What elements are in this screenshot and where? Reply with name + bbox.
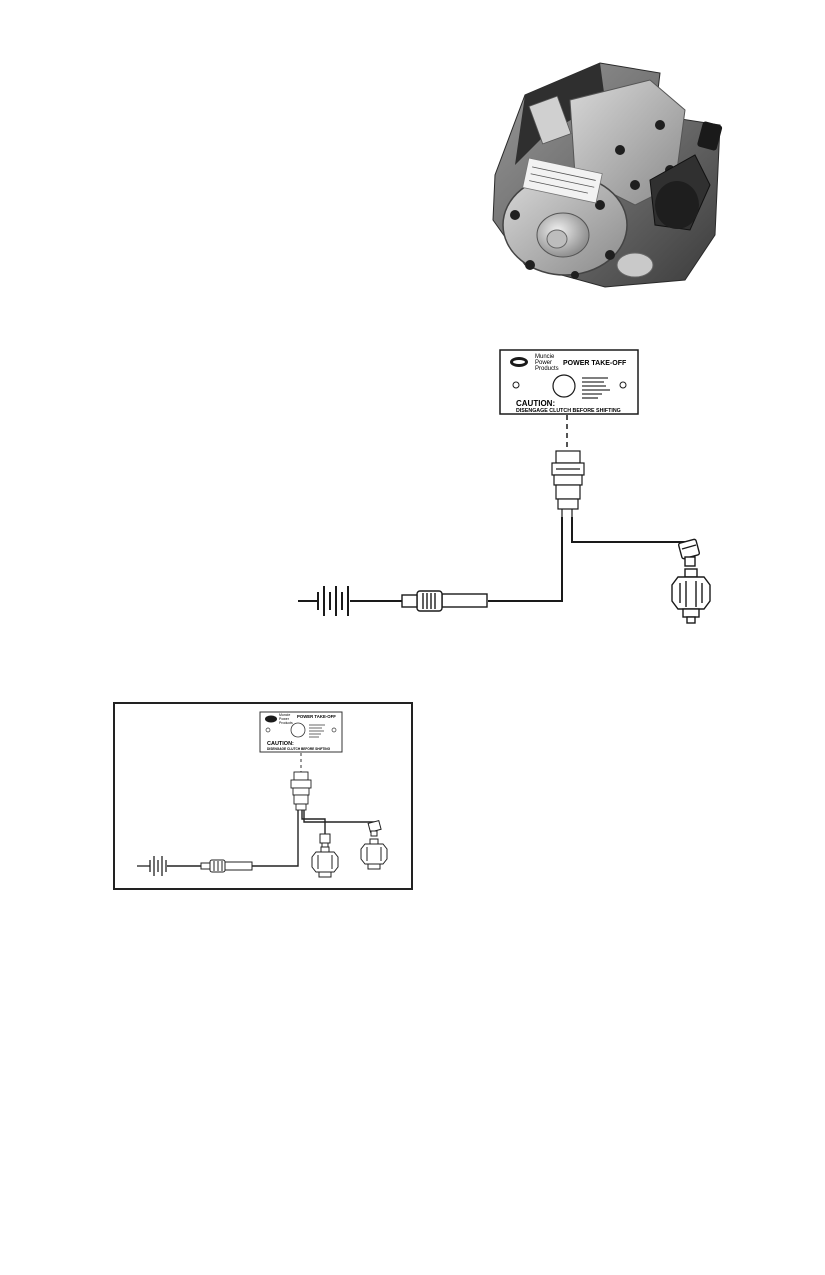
inset-ground-symbol-icon [137,856,167,876]
plate-brand-line-2: Power [535,360,552,366]
pressure-switch-icon [671,568,711,624]
inset-muncie-logo-icon [265,715,277,723]
inset-pressure-switch-1-icon [311,846,339,878]
inset-in-line-fuse-icon [200,859,253,873]
indicator-light-hole [552,374,576,398]
inset-plate-brand-line-2: Power [279,717,290,721]
inset-connector-1-icon [319,833,331,848]
inset-connector-2-icon [367,819,382,837]
connector-icon [677,538,701,567]
inset-plate-brand-line-1: Muncie [279,713,290,717]
inset-plate-warning: DISENGAGE CLUTCH BEFORE SHIFTING [267,747,331,751]
plate-brand-line-1: Muncie [535,354,555,360]
inset-pressure-switch-2-icon [360,838,388,870]
inset-pto-plate: Muncie Power Products POWER TAKE-OFF CAU… [259,711,343,753]
plate-title: POWER TAKE-OFF [563,360,627,367]
wiring-diagram-main: Muncie Power Products POWER TAKE-OFF CAU… [298,349,711,624]
inset-plate-title: POWER TAKE-OFF [297,714,336,719]
in-line-fuse-icon [401,590,488,612]
pto-unit-photo [492,62,723,288]
wiring-diagram-inset: Muncie Power Products POWER TAKE-OFF CAU… [137,711,388,878]
plate-brand-line-3: Products [535,366,559,372]
inset-indicator-switch-icon [290,771,312,811]
ground-symbol-icon [298,586,349,616]
indicator-switch-icon [551,450,585,517]
inset-plate-caution: CAUTION: [267,741,294,747]
plate-caution: CAUTION: [516,399,555,408]
inset-plate-brand-line-3: Products [279,721,293,725]
plate-warning: DISENGAGE CLUTCH BEFORE SHIFTING [516,408,621,414]
pto-plate: Muncie Power Products POWER TAKE-OFF CAU… [499,349,639,415]
